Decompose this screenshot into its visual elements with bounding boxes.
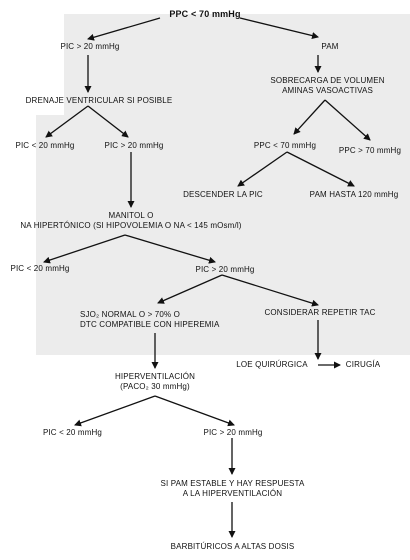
- node-si-pam-line2: A LA HIPERVENTILACIÓN: [182, 489, 283, 498]
- arrow-manitol-to-pichigh: [124, 234, 216, 264]
- arrow-hiperv-to-piclow: [74, 395, 156, 427]
- arrow-hiperv-to-pichigh: [154, 395, 235, 427]
- arrow-pichigh3-to-sjo2: [157, 274, 223, 304]
- background-panel-top: [64, 14, 410, 115]
- node-cirugia: CIRUGÍA: [345, 360, 381, 369]
- node-pic-low-2: PIC < 20 mmHg: [15, 141, 75, 150]
- node-manitol-line2: NA HIPERTÓNICO (SI HIPOVOLEMIA O NA < 14…: [20, 221, 242, 230]
- arrow-ppclow-to-descender: [237, 151, 288, 187]
- node-ppc-high: PPC > 70 mmHg: [338, 146, 402, 155]
- node-pam-hasta: PAM HASTA 120 mmHg: [309, 190, 399, 199]
- node-pic-high-top: PIC > 20 mmHg: [60, 42, 120, 51]
- arrow-manitol-to-piclow: [43, 234, 126, 264]
- node-pic-low-4: PIC < 20 mmHg: [42, 428, 103, 437]
- arrow-ppclow-to-pamhasta: [286, 151, 355, 187]
- arrow-pichigh3-to-considerar: [221, 274, 319, 307]
- node-pic-high-3: PIC > 20 mmHg: [195, 265, 255, 274]
- arrow-drenaje-to-pichigh: [87, 105, 129, 138]
- node-sobrecarga-line1: SOBRECARGA DE VOLUMEN: [270, 76, 385, 85]
- node-descender: DESCENDER LA PIC: [183, 190, 263, 199]
- arrow-root-to-pam: [239, 17, 319, 39]
- node-manitol: MANITOL O NA HIPERTÓNICO (SI HIPOVOLEMIA…: [4, 211, 258, 231]
- node-drenaje: DRENAJE VENTRICULAR SI POSIBLE: [25, 96, 173, 105]
- node-hiperventilacion: HIPERVENTILACIÓN (PACO₂ 30 mmHg): [100, 372, 210, 392]
- node-loe: LOE QUIRÚRGICA: [236, 360, 308, 369]
- node-sjo2: SJO₂ NORMAL O > 70% O DTC COMPATIBLE CON…: [80, 310, 240, 330]
- arrow-sobrecarga-to-ppclow: [293, 99, 326, 135]
- node-sobrecarga-line2: AMINAS VASOACTIVAS: [282, 86, 373, 95]
- node-hiperv-line1: HIPERVENTILACIÓN: [114, 372, 196, 381]
- arrow-drenaje-to-piclow: [45, 105, 89, 138]
- background-panel-main: [36, 115, 410, 355]
- node-si-pam-line1: SI PAM ESTABLE Y HAY RESPUESTA: [160, 479, 305, 488]
- node-sobrecarga: SOBRECARGA DE VOLUMEN AMINAS VASOACTIVAS: [255, 76, 400, 96]
- node-sjo2-line2: DTC COMPATIBLE CON HIPEREMIA: [80, 320, 220, 329]
- node-ppc-root: PPC < 70 mmHg: [169, 9, 241, 19]
- node-pic-high-2: PIC > 20 mmHg: [104, 141, 164, 150]
- node-considerar: CONSIDERAR REPETIR TAC: [264, 308, 376, 317]
- arrow-root-to-pic: [87, 17, 161, 41]
- node-barbituricos: BARBITÚRICOS A ALTAS DOSIS: [170, 542, 295, 551]
- node-pam: PAM: [321, 42, 339, 51]
- node-hiperv-line2: (PACO₂ 30 mmHg): [120, 382, 190, 391]
- node-manitol-line1: MANITOL O: [108, 211, 154, 220]
- node-sjo2-line1: SJO₂ NORMAL O > 70% O: [80, 310, 180, 319]
- node-si-pam: SI PAM ESTABLE Y HAY RESPUESTA A LA HIPE…: [140, 479, 325, 499]
- arrow-sobrecarga-to-ppchigh: [324, 99, 371, 141]
- node-pic-high-4: PIC > 20 mmHg: [203, 428, 263, 437]
- node-ppc-low: PPC < 70 mmHg: [253, 141, 317, 150]
- node-pic-low-3: PIC < 20 mmHg: [10, 264, 70, 273]
